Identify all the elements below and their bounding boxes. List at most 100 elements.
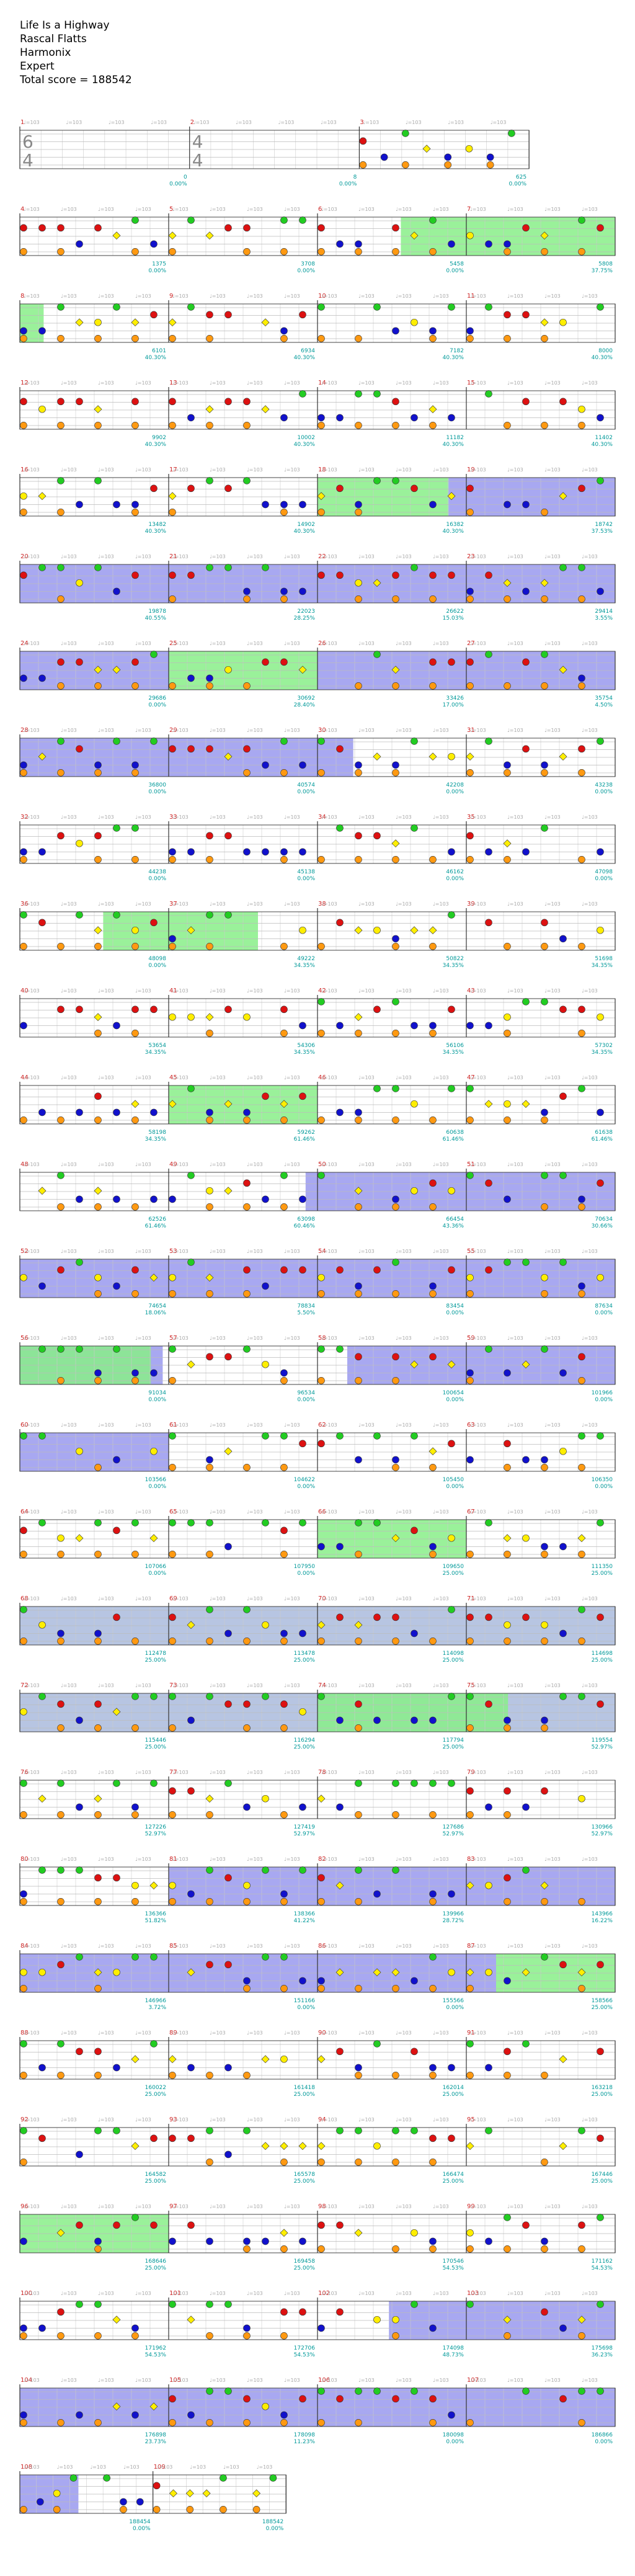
note-yellow-cymbal [149, 1881, 158, 1890]
note-yellow-cymbal [522, 1968, 530, 1977]
tempo-marker: ♩=103 [247, 1075, 263, 1081]
time-signature-bottom: 4 [192, 150, 203, 171]
note-orange [392, 856, 399, 863]
measure-percent: 0.00% [446, 876, 464, 882]
note [169, 1195, 176, 1203]
note-orange [94, 1030, 102, 1037]
note-orange [57, 247, 64, 256]
note [243, 2324, 251, 2332]
note-orange [243, 2245, 251, 2253]
note-orange [252, 2506, 260, 2513]
note-orange [355, 247, 362, 256]
note-orange [466, 334, 474, 342]
note [597, 414, 604, 422]
note [169, 1881, 176, 1889]
note-orange [392, 1638, 399, 1645]
tempo-marker: ♩=103 [544, 988, 561, 994]
tempo-marker: ♩=103 [247, 728, 263, 733]
note-orange [94, 1898, 102, 1905]
tempo-marker: ♩=103 [321, 554, 337, 559]
measure-percent: 0.00% [446, 789, 464, 795]
tempo-marker: ♩=103 [210, 1509, 226, 1515]
note-orange [131, 856, 139, 863]
note [76, 1259, 83, 1266]
note-orange [20, 1811, 27, 1819]
note-orange [131, 1116, 139, 1124]
tempo-marker: ♩=103 [544, 554, 561, 559]
measure-number: 48 [20, 1161, 29, 1168]
note [392, 935, 399, 943]
note-orange [429, 2245, 437, 2253]
note [578, 1794, 585, 1803]
note [336, 919, 344, 927]
tempo-marker: ♩=103 [321, 1162, 337, 1167]
note [262, 1092, 269, 1100]
note-orange [169, 1898, 176, 1905]
note [76, 1195, 83, 1203]
note [113, 1456, 120, 1464]
measure-number: 90 [318, 2030, 326, 2036]
tempo-marker: ♩=103 [582, 207, 598, 212]
measure-score: 59262 [297, 1130, 315, 1136]
note-yellow-cymbal [168, 2055, 177, 2064]
tempo-marker: ♩=103 [172, 641, 189, 646]
measure-score: 113478 [294, 1651, 316, 1657]
measure-percent: 40.30% [592, 355, 613, 361]
note-orange [280, 1638, 288, 1645]
measure-number: 66 [318, 1509, 326, 1515]
note [57, 398, 64, 406]
measure-percent: 0.00% [595, 1397, 613, 1403]
tempo-marker: ♩=103 [135, 1162, 151, 1167]
chart-row-25: 96♩=103♩=103♩=103♩=10316864625.00%97♩=10… [19, 2203, 616, 2271]
measure-score: 7182 [450, 348, 464, 354]
note [262, 1195, 269, 1203]
measure-score: 11402 [595, 435, 613, 441]
note-orange [392, 1985, 399, 1992]
note [187, 1519, 195, 1526]
note-yellow-cymbal [149, 1534, 158, 1543]
measure-score: 47098 [595, 869, 613, 875]
note [299, 1022, 306, 1030]
note-orange [318, 1638, 325, 1645]
measure-score: 178098 [294, 2432, 316, 2438]
measure-score: 186866 [592, 2432, 613, 2438]
note [57, 1172, 64, 1179]
note [243, 1881, 251, 1889]
note [206, 1693, 213, 1700]
note-yellow-cymbal [280, 1100, 288, 1108]
note [578, 1195, 585, 1203]
note [299, 1266, 306, 1274]
note [169, 1693, 176, 1700]
tempo-marker: ♩=103 [358, 1770, 375, 1775]
note [280, 1526, 288, 1535]
measure-score: 158566 [592, 1998, 613, 2004]
note [373, 2040, 381, 2048]
measure-number: 39 [467, 901, 475, 907]
note [299, 1803, 306, 1811]
note-orange [169, 508, 176, 516]
tempo-marker: ♩=103 [24, 814, 40, 820]
tempo-marker: ♩=103 [470, 380, 486, 386]
note-orange [359, 161, 367, 169]
note [429, 571, 437, 579]
tempo-marker: ♩=103 [247, 1856, 263, 1862]
note-orange [466, 2072, 474, 2079]
note [402, 130, 409, 137]
note [522, 848, 530, 856]
note-orange [429, 2159, 437, 2166]
measure-number: 59 [467, 1335, 475, 1342]
note-orange [541, 1898, 548, 1905]
measure-number: 17 [169, 466, 177, 473]
note-orange [429, 943, 437, 950]
tempo-marker: ♩=103 [470, 1770, 486, 1775]
note [224, 224, 232, 232]
note [578, 2127, 585, 2134]
note [206, 1606, 213, 1613]
measure-number: 7 [467, 206, 471, 213]
note-orange [578, 2419, 585, 2427]
note-yellow-cymbal [335, 1968, 344, 1977]
measure-number: 56 [20, 1335, 29, 1342]
note [243, 477, 251, 484]
note [485, 571, 492, 579]
note [243, 398, 251, 406]
